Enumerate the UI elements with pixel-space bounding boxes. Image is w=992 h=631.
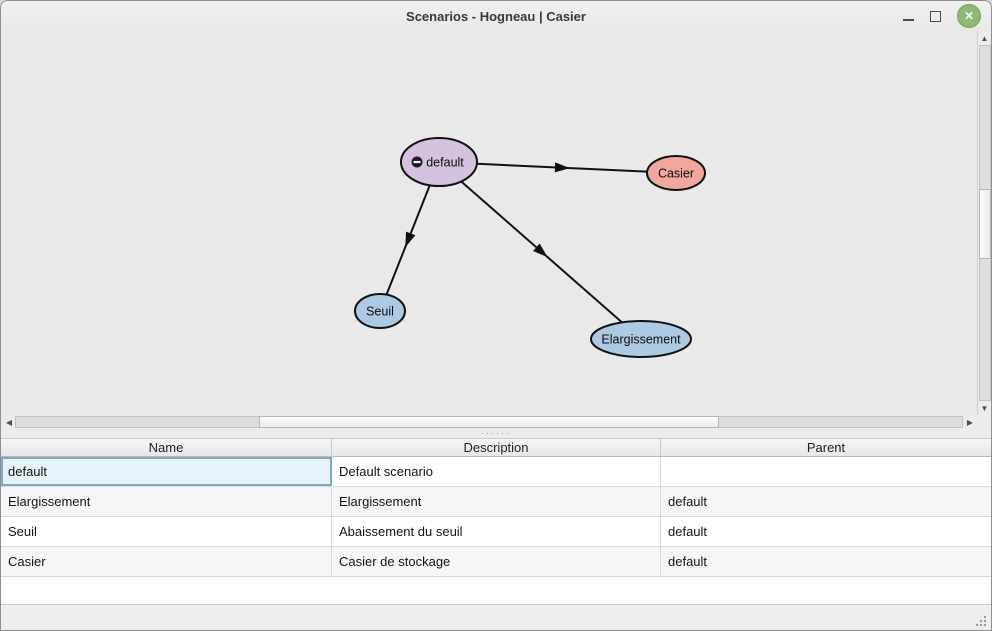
vertical-scrollbar-thumb[interactable]: [979, 189, 991, 259]
edge-default-casier: [476, 162, 648, 173]
minus-circle-icon: [411, 156, 423, 168]
arrowhead-icon: [554, 162, 570, 173]
cell-description[interactable]: Default scenario: [332, 457, 661, 486]
cell-description[interactable]: Abaissement du seuil: [332, 517, 661, 546]
cell-parent[interactable]: default: [668, 554, 708, 569]
node-label: Seuil: [366, 305, 394, 319]
node-label: Casier: [658, 167, 694, 181]
arrowhead-icon: [533, 243, 548, 258]
graph-node-casier[interactable]: Casier: [646, 155, 706, 191]
scrollbar-corner: [977, 415, 991, 429]
scroll-left-icon[interactable]: ◀: [5, 417, 13, 427]
cell-name[interactable]: default: [1, 457, 332, 486]
edge-default-seuil: [385, 184, 431, 295]
scroll-up-icon[interactable]: ▲: [978, 31, 991, 45]
graph-node-seuil[interactable]: Seuil: [354, 293, 406, 329]
title-bar[interactable]: Scenarios - Hogneau | Casier ✕: [1, 1, 991, 32]
graph-node-elargissement[interactable]: Elargissement: [590, 320, 692, 358]
pane-splitter[interactable]: ······: [1, 427, 991, 438]
splitter-grip-icon: ······: [481, 427, 511, 438]
cell-parent[interactable]: default: [668, 524, 708, 539]
edge-default-elargissement: [460, 180, 623, 324]
horizontal-scrollbar[interactable]: ◀ ▶: [1, 415, 991, 429]
arrowhead-icon: [405, 231, 416, 248]
cell-name[interactable]: Elargissement: [1, 487, 332, 516]
vertical-scrollbar[interactable]: ▲ ▼: [977, 31, 991, 415]
window-title: Scenarios - Hogneau | Casier: [406, 8, 586, 24]
status-bar: [1, 604, 991, 630]
column-header-description[interactable]: Description: [332, 439, 661, 456]
minimize-button[interactable]: [903, 19, 914, 21]
resize-grip-icon[interactable]: [974, 614, 988, 628]
cell-description[interactable]: Casier de stockage: [332, 547, 661, 576]
scroll-right-icon[interactable]: ▶: [966, 417, 974, 427]
cell-name[interactable]: Seuil: [1, 517, 332, 546]
close-button[interactable]: ✕: [957, 4, 981, 28]
cell-parent[interactable]: default: [668, 494, 708, 509]
window-controls: ✕: [903, 1, 981, 31]
scroll-down-icon[interactable]: ▼: [978, 401, 991, 415]
cell-description[interactable]: Elargissement: [332, 487, 661, 516]
column-header-parent[interactable]: Parent: [806, 440, 846, 455]
node-label: default: [426, 156, 464, 170]
graph-node-default[interactable]: default: [400, 137, 478, 187]
column-header-name[interactable]: Name: [1, 439, 332, 456]
cell-name[interactable]: Casier: [1, 547, 332, 576]
cell-parent[interactable]: [661, 457, 991, 486]
node-label: Elargissement: [601, 333, 681, 347]
horizontal-scrollbar-thumb[interactable]: [259, 416, 719, 428]
maximize-button[interactable]: [930, 10, 941, 22]
